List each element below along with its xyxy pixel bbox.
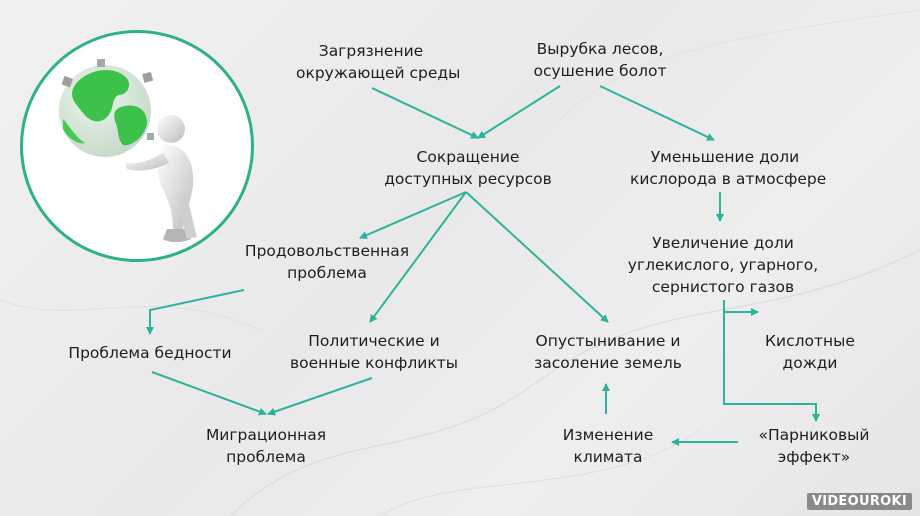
arrow-poverty-migration xyxy=(152,372,266,414)
node-deforestation: Вырубка лесов, осушение болот xyxy=(520,38,680,82)
node-co2: Увеличение доли углекислого, угарного, с… xyxy=(614,232,832,298)
node-pollution-line-1: Загрязнение xyxy=(296,40,446,62)
node-deforestation-line-1: Вырубка лесов, xyxy=(520,38,680,60)
node-poverty-line-1: Проблема бедности xyxy=(52,342,248,364)
watermark-logo: VIDEOUROKI xyxy=(807,493,912,510)
node-acid-line-1: Кислотные xyxy=(752,330,868,352)
arrow-deforestation-oxygen xyxy=(600,86,714,140)
node-food: Продовольственная проблема xyxy=(232,240,422,284)
arrow-resources-desert xyxy=(466,192,608,322)
node-conflicts-line-1: Политические и xyxy=(276,330,472,352)
node-desert: Опустынивание и засоление земель xyxy=(520,330,696,374)
node-oxygen-line-1: Уменьшение доли xyxy=(630,146,820,168)
node-migration-line-1: Миграционная xyxy=(186,424,346,446)
node-co2-line-2: углекислого, угарного, xyxy=(614,254,832,276)
node-conflicts: Политические и военные конфликты xyxy=(276,330,472,374)
node-oxygen: Уменьшение доли кислорода в атмосфере xyxy=(630,146,820,190)
node-greenhouse-line-1: «Парниковый xyxy=(734,424,894,446)
node-acid: Кислотные дожди xyxy=(752,330,868,374)
arrow-co2-acid xyxy=(724,300,758,312)
node-food-line-2: проблема xyxy=(232,262,422,284)
node-pollution: Загрязнение окружающей среды xyxy=(296,40,446,84)
arrow-food-poverty xyxy=(150,290,244,334)
node-migration: Миграционная проблема xyxy=(186,424,346,468)
node-poverty: Проблема бедности xyxy=(52,342,248,364)
node-climate-line-2: климата xyxy=(546,446,670,468)
node-greenhouse-line-2: эффект» xyxy=(734,446,894,468)
node-co2-line-3: сернистого газов xyxy=(614,276,832,298)
node-resources-line-1: Сокращение xyxy=(378,146,558,168)
node-conflicts-line-2: военные конфликты xyxy=(276,352,472,374)
arrow-conflicts-migration xyxy=(268,378,372,414)
node-oxygen-line-2: кислорода в атмосфере xyxy=(630,168,820,190)
node-co2-line-1: Увеличение доли xyxy=(614,232,832,254)
node-migration-line-2: проблема xyxy=(186,446,346,468)
node-climate: Изменение климата xyxy=(546,424,670,468)
node-deforestation-line-2: осушение болот xyxy=(520,60,680,82)
node-greenhouse: «Парниковый эффект» xyxy=(734,424,894,468)
node-climate-line-1: Изменение xyxy=(546,424,670,446)
node-pollution-line-2: окружающей среды xyxy=(296,62,446,84)
node-resources-line-2: доступных ресурсов xyxy=(378,168,558,190)
node-resources: Сокращение доступных ресурсов xyxy=(378,146,558,190)
arrow-pollution-resources xyxy=(372,88,478,138)
node-desert-line-1: Опустынивание и xyxy=(520,330,696,352)
node-acid-line-2: дожди xyxy=(752,352,868,374)
arrow-deforestation-resources xyxy=(478,86,560,138)
node-food-line-1: Продовольственная xyxy=(232,240,422,262)
node-desert-line-2: засоление земель xyxy=(520,352,696,374)
